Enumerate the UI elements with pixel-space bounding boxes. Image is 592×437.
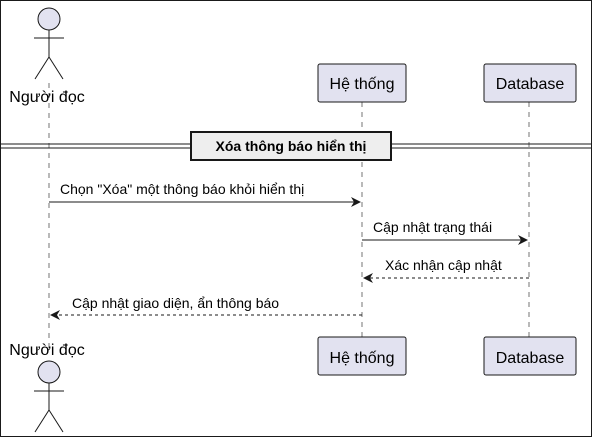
participant-db-top: Database — [483, 63, 577, 103]
actor-user-top: Người đọc — [9, 7, 85, 106]
message-1-label: Chọn "Xóa" một thông báo khỏi hiển thị — [60, 181, 304, 197]
participant-system-top-label: Hệ thống — [330, 76, 395, 93]
participant-system-bottom-label: Hệ thống — [330, 350, 395, 367]
actor-head — [37, 7, 61, 31]
message-4: Cập nhật giao diện, ẩn thông báo — [50, 295, 362, 320]
actor-user-bottom-label: Người đọc — [9, 342, 84, 359]
actor-user-top-label: Người đọc — [9, 89, 84, 106]
message-1: Chọn "Xóa" một thông báo khỏi hiển thị — [49, 181, 361, 207]
message-3: Xác nhận cập nhật — [363, 257, 529, 283]
actor-user-bottom: Người đọc — [9, 342, 85, 433]
participant-db-bottom: Database — [483, 336, 577, 376]
message-2: Cập nhật trạng thái — [362, 219, 528, 245]
actor-head — [37, 360, 61, 384]
participant-system-bottom: Hệ thống — [317, 336, 407, 376]
divider: Xóa thông báo hiển thị — [1, 131, 591, 161]
participant-db-bottom-label: Database — [496, 350, 565, 367]
participant-system-top: Hệ thống — [317, 63, 407, 103]
participant-db-top-label: Database — [496, 76, 565, 93]
message-3-label: Xác nhận cập nhật — [385, 257, 502, 273]
message-2-label: Cập nhật trạng thái — [373, 219, 492, 235]
divider-label: Xóa thông báo hiển thị — [216, 138, 367, 154]
message-4-label: Cập nhật giao diện, ẩn thông báo — [72, 295, 279, 311]
